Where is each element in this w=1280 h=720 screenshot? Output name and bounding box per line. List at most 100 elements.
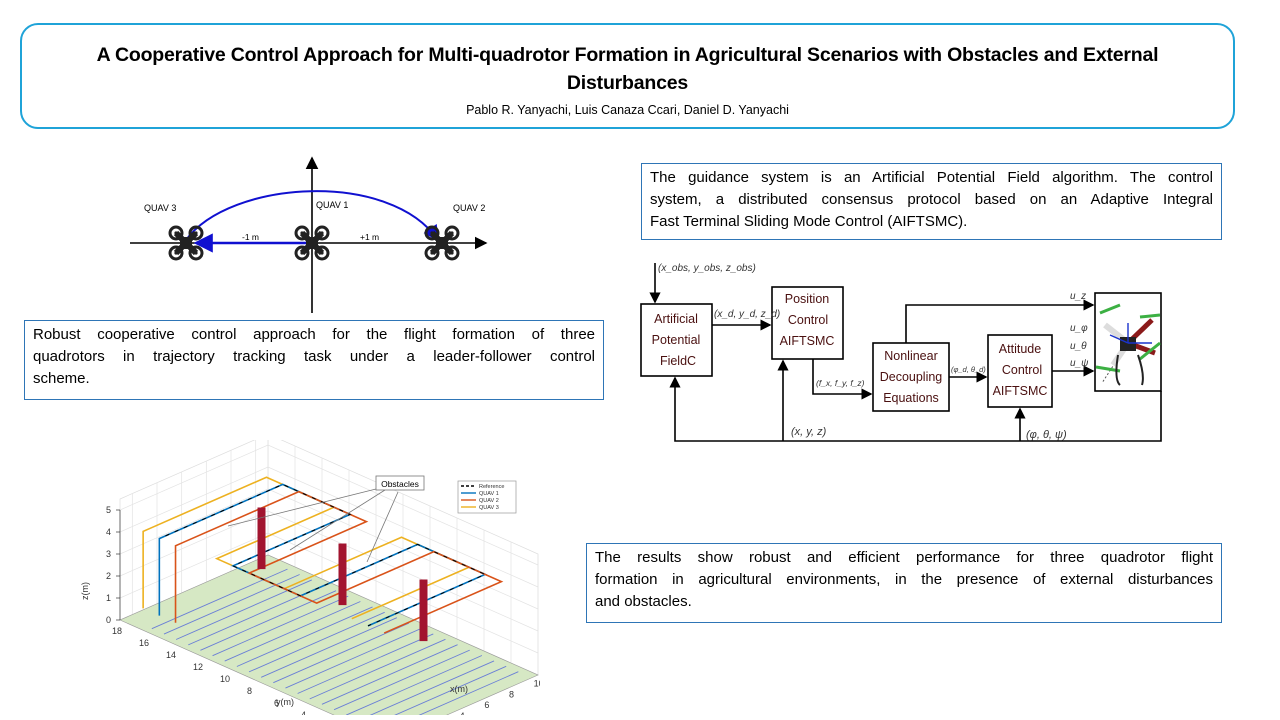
rotor <box>188 245 204 261</box>
crop-row <box>309 638 446 700</box>
y-tick-label: 14 <box>166 650 176 660</box>
x-tick-label: 10 <box>534 678 540 688</box>
summary-line: Robust cooperative control approach for … <box>33 326 595 343</box>
crop-row <box>236 606 373 667</box>
z-axis-label: z(m) <box>80 582 90 600</box>
x-tick-label: 4 <box>460 711 465 715</box>
z-tick-label: 2 <box>106 571 111 581</box>
offset-left-label: -1 m <box>242 232 259 242</box>
quav2-label: QUAV 2 <box>453 203 485 213</box>
position-line-3: AIFTSMC <box>780 334 835 348</box>
obstacle-cylinder <box>257 507 266 570</box>
signal-desired-position: (x_d, y_d, z_d) <box>714 309 780 320</box>
apf-line-3: FieldC <box>660 354 696 368</box>
quadrotor-icon <box>168 225 204 261</box>
block-position-control <box>771 286 844 360</box>
rotor <box>168 225 184 241</box>
rotor <box>294 245 310 261</box>
summary-line: and obstacles. <box>595 593 692 610</box>
body <box>306 237 318 249</box>
summary-line: system, a distributed consensus protocol… <box>650 191 1213 208</box>
crop-row <box>369 660 495 715</box>
z-tick-label: 3 <box>106 549 111 559</box>
summary-line: The results show robust and efficient pe… <box>595 549 1213 566</box>
apf-line-2: Potential <box>652 333 701 347</box>
z-tick-label: 5 <box>106 505 111 515</box>
summary-line: quadrotors in trajectory tracking task u… <box>33 348 595 365</box>
signal-uz: u_z <box>1070 291 1086 302</box>
trajectory-q2 <box>174 490 504 634</box>
crop-row <box>151 568 288 630</box>
legend-label: QUAV 2 <box>479 498 499 504</box>
crop-row <box>333 649 470 711</box>
decoupling-line-2: Decoupling <box>880 370 943 384</box>
rotor <box>314 225 330 241</box>
crop-row <box>273 622 410 684</box>
signal-obstacles: (x_obs, y_obs, z_obs) <box>658 263 756 274</box>
obstacle-cylinder <box>338 543 347 606</box>
crop-row <box>212 595 349 657</box>
title-line-1: A Cooperative Control Approach for Multi… <box>96 44 1159 66</box>
formation-diagram: QUAV 3 QUAV 1 QUAV 2 -1 m +1 m <box>130 156 488 313</box>
rotor <box>168 245 184 261</box>
legend-label: QUAV 1 <box>479 491 499 497</box>
z-tick-label: 1 <box>106 593 111 603</box>
y-tick-label: 8 <box>247 686 252 696</box>
quav3-label: QUAV 3 <box>144 203 176 213</box>
decoupling-line-1: Nonlinear <box>884 349 938 363</box>
summary-line: The guidance system is an Artificial Pot… <box>650 169 1213 186</box>
z-tick-label: 4 <box>106 527 111 537</box>
x-axis-label: x(m) <box>450 684 468 694</box>
crop-row <box>321 644 458 705</box>
quadrotor-icon <box>424 225 460 261</box>
y-tick-label: 16 <box>139 638 149 648</box>
axis-ticks: 012345181614121086420-20246810 <box>106 505 540 715</box>
crop-row <box>200 590 337 651</box>
rotor <box>188 225 204 241</box>
crop-row <box>285 628 422 689</box>
signal-position-feedback: (x, y, z) <box>791 426 827 438</box>
position-line-2: Control <box>788 313 828 327</box>
x-tick-label: 6 <box>484 700 489 710</box>
rotor <box>444 245 460 261</box>
crop-row <box>346 655 483 715</box>
summary-box-approach: Robust cooperative control approach for … <box>24 320 604 400</box>
crop-row <box>224 601 361 662</box>
quav1-label: QUAV 1 <box>316 200 348 210</box>
trajectory-3d-plot: 012345181614121086420-20246810 Obstacles… <box>80 440 540 715</box>
rotor <box>424 225 440 241</box>
rotor <box>444 225 460 241</box>
obstacle-cylinder <box>419 579 428 642</box>
y-axis-label: y(m) <box>276 697 294 707</box>
crop-row <box>418 671 519 715</box>
signal-forces: (f_x, f_y, f_z) <box>816 378 865 388</box>
rotor <box>424 245 440 261</box>
decoupling-line-3: Equations <box>883 391 939 405</box>
position-line-1: Position <box>785 292 830 306</box>
y-tick-label: 12 <box>193 662 203 672</box>
y-tick-label: 10 <box>220 674 230 684</box>
y-tick-label: 4 <box>301 710 306 715</box>
authors: Pablo R. Yanyachi, Luis Canaza Ccari, Da… <box>466 103 789 117</box>
obstacles <box>257 507 428 642</box>
summary-box-guidance: The guidance system is an Artificial Pot… <box>641 163 1222 240</box>
crop-row <box>248 611 385 673</box>
legend-label: Reference <box>479 484 504 490</box>
title-panel: A Cooperative Control Approach for Multi… <box>20 23 1235 129</box>
summary-line: formation in agricultural environments, … <box>595 571 1213 588</box>
signal-utheta: u_θ <box>1070 341 1087 352</box>
title-line-2: Disturbances <box>566 72 689 94</box>
signal-desired-attitude: (φ_d, θ_d) <box>951 365 986 374</box>
y-tick-label: 6 <box>274 698 279 708</box>
crop-row <box>163 574 300 635</box>
offset-right-label: +1 m <box>360 232 379 242</box>
crop-row <box>297 633 434 694</box>
legend-label: QUAV 3 <box>479 505 499 511</box>
crop-row <box>175 579 312 640</box>
trajectory-reference <box>165 483 487 627</box>
rotor <box>314 245 330 261</box>
ground-surface <box>119 554 539 715</box>
summary-line: Fast Terminal Sliding Mode Control (AIFT… <box>650 213 968 230</box>
control-block-diagram: Artificial Potential FieldC Position Con… <box>640 263 1162 442</box>
